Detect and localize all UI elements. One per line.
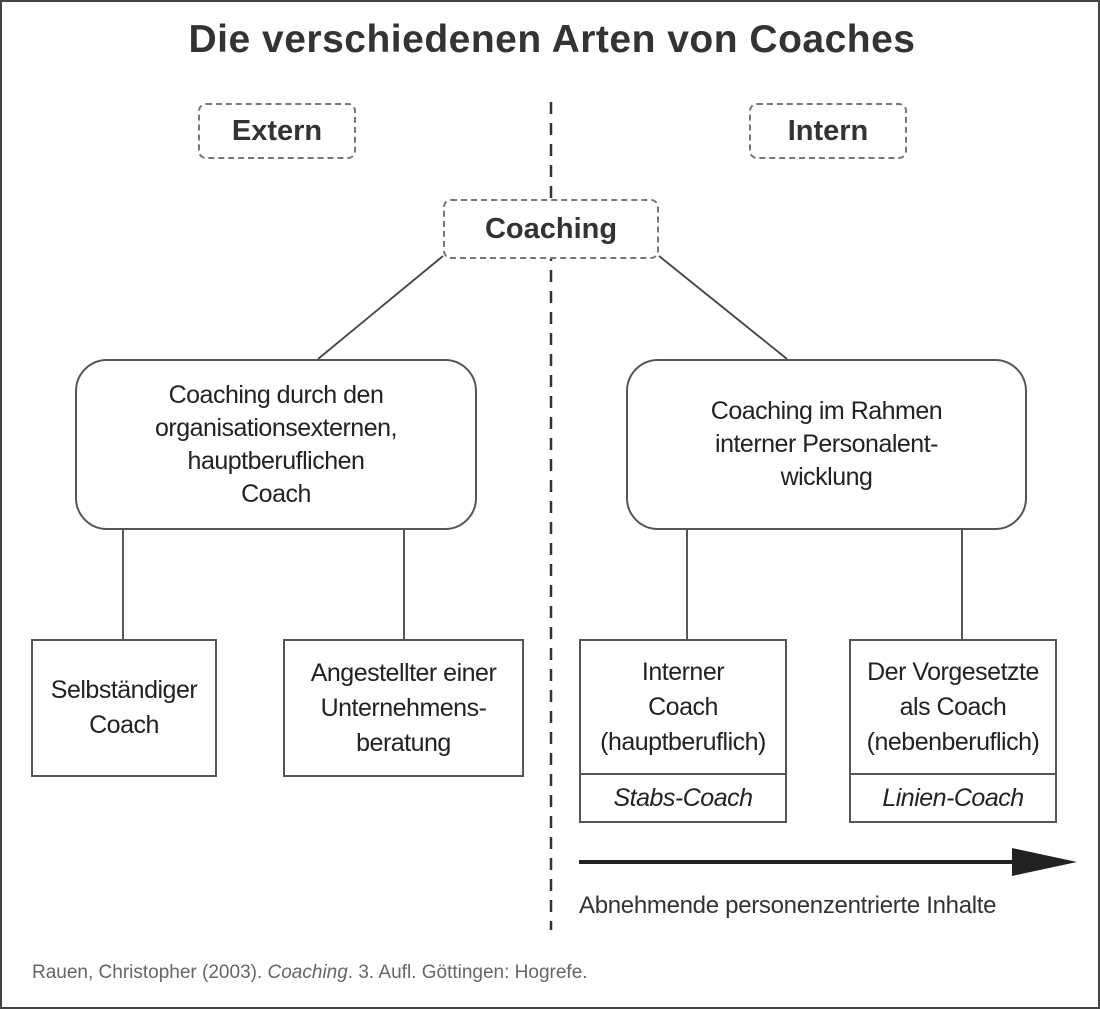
branch-intern-label: Coaching im Rahmen interner Personalent-… [710, 397, 943, 491]
leaf-type: Stabs-Coach [581, 773, 785, 821]
category-intern: Intern [749, 103, 907, 159]
leaf-angestellter-beratung: Angestellter einer Unternehmens- beratun… [283, 639, 524, 777]
arrow-label: Abnehmende personenzentrierte Inhalte [579, 892, 997, 919]
branch-extern-label: Coaching durch den organisationsexternen… [155, 380, 397, 508]
connector-root-intern [658, 255, 788, 360]
leaf-type: Linien-Coach [851, 773, 1055, 821]
leaf-selbstaendiger-coach: Selbständiger Coach [31, 639, 217, 777]
arrow-head [1012, 848, 1077, 876]
leaf-label: Angestellter einer Unternehmens- beratun… [310, 658, 497, 757]
category-extern: Extern [198, 103, 356, 159]
citation-suffix: . 3. Aufl. Göttingen: Hogrefe. [347, 962, 588, 983]
diagram-title: Die verschiedenen Arten von Coaches [188, 18, 916, 61]
leaf-label: Interner Coach (hauptberuflich) [600, 657, 766, 756]
leaf-interner-coach: Interner Coach (hauptberuflich) Stabs-Co… [579, 639, 787, 823]
leaf-vorgesetzter-coach: Der Vorgesetzte als Coach (nebenberuflic… [849, 639, 1057, 823]
branch-extern: Coaching durch den organisationsexternen… [75, 359, 477, 530]
root-node-coaching: Coaching [443, 199, 659, 259]
citation-book: Coaching [267, 962, 348, 983]
branch-intern: Coaching im Rahmen interner Personalent-… [626, 359, 1027, 530]
leaf-label: Der Vorgesetzte als Coach (nebenberuflic… [866, 657, 1040, 756]
leaf-label: Selbständiger Coach [50, 676, 198, 739]
citation: Rauen, Christopher (2003). Coaching. 3. … [32, 962, 588, 984]
citation-prefix: Rauen, Christopher (2003). [32, 962, 268, 983]
connector-root-extern [317, 255, 444, 360]
